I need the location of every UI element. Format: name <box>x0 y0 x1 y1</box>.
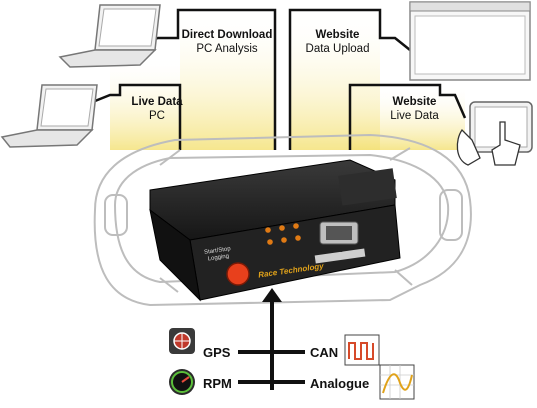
laptop-direct-download-icon <box>58 4 161 68</box>
output-title: Direct Download <box>181 29 273 41</box>
output-title: Website <box>392 96 437 108</box>
hand-icon <box>456 121 521 166</box>
output-subtitle: Data Upload <box>305 43 370 55</box>
output-title: Live Data <box>131 96 183 108</box>
output-subtitle: PC Analysis <box>196 43 258 55</box>
output-label-direct-download: Direct Download PC Analysis <box>172 28 282 56</box>
output-title: Website <box>315 29 360 41</box>
output-label-website-upload: Website Data Upload <box>295 28 380 56</box>
output-subtitle: PC <box>149 110 165 122</box>
device-model: DL1 CLUB <box>319 248 343 254</box>
car-outline <box>93 133 472 307</box>
output-label-website-live: Website Live Data <box>372 95 457 123</box>
output-glow-right <box>290 10 465 150</box>
analogue-graph-icon <box>379 364 415 400</box>
input-label-analogue: Analogue <box>310 376 370 391</box>
input-arrow <box>262 288 282 302</box>
can-signal-icon <box>344 334 380 366</box>
satellite-globe-icon <box>169 328 195 354</box>
tachometer-icon <box>169 369 195 395</box>
input-label-can: CAN <box>310 345 339 360</box>
output-glow-left <box>110 10 275 150</box>
input-label-gps: GPS <box>203 345 231 360</box>
output-label-live-data-pc: Live Data PC <box>122 95 192 123</box>
browser-window-icon <box>409 1 531 81</box>
input-label-rpm: RPM <box>203 376 232 391</box>
data-logger-device <box>149 159 401 302</box>
laptop-live-data-icon <box>0 84 98 148</box>
output-subtitle: Live Data <box>390 110 439 122</box>
input-connectors <box>238 300 305 390</box>
